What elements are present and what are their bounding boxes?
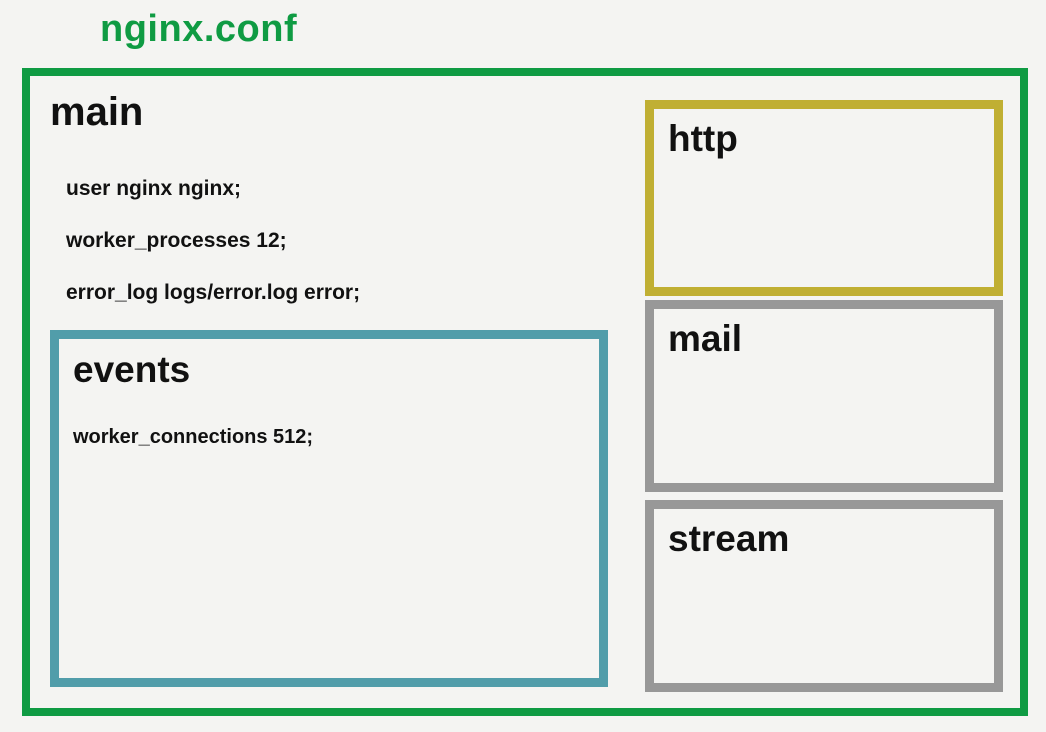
main-block: main user nginx nginx; worker_processes … [22, 68, 1028, 716]
main-block-label: main [50, 90, 144, 134]
stream-block: stream [645, 500, 1003, 692]
directive-worker-connections: worker_connections 512; [73, 426, 314, 448]
directive-user: user nginx nginx; [66, 177, 242, 200]
events-block: events worker_connections 512; [50, 330, 608, 687]
directive-error-log: error_log logs/error.log error; [66, 281, 361, 304]
http-block: http [645, 100, 1003, 296]
events-block-label: events [73, 349, 191, 390]
mail-block: mail [645, 300, 1003, 492]
stream-block-label: stream [668, 518, 790, 559]
diagram-title: nginx.conf [100, 8, 298, 50]
directive-worker-processes: worker_processes 12; [66, 229, 287, 252]
main-directives: user nginx nginx; worker_processes 12; e… [66, 178, 360, 334]
http-block-label: http [668, 118, 738, 159]
mail-block-label: mail [668, 318, 743, 359]
